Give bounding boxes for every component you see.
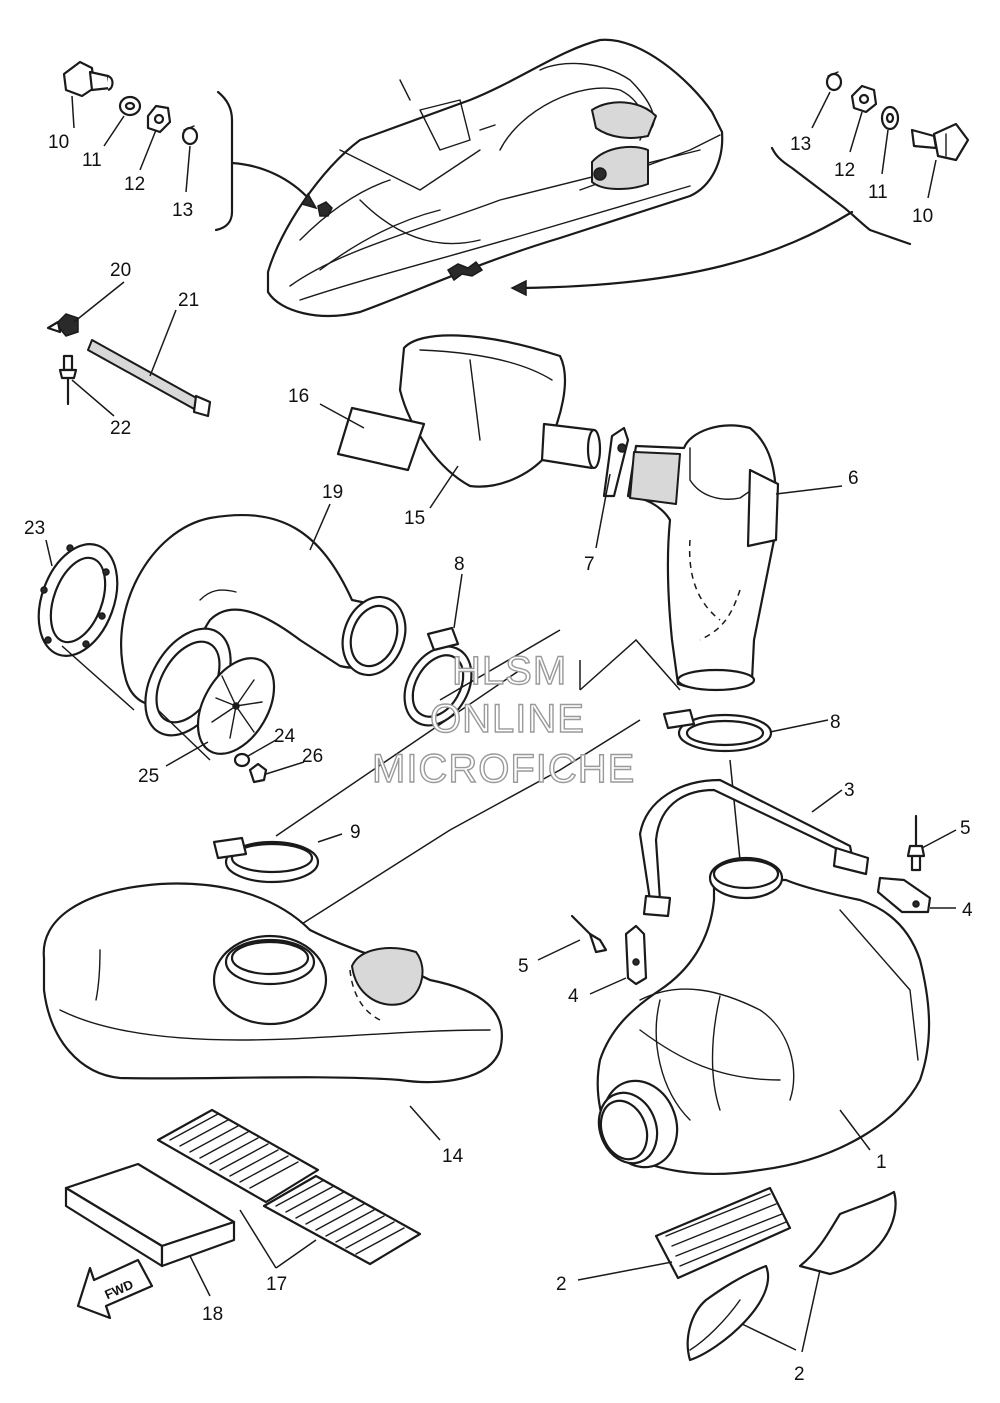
washer-right [880, 105, 900, 131]
bracket-left [214, 90, 234, 232]
hose-clamp-8-lower [662, 708, 773, 753]
callout-12-left: 12 [124, 174, 145, 195]
callout-26: 26 [302, 746, 323, 767]
foam-block-18 [64, 1162, 236, 1268]
callout-6: 6 [848, 468, 859, 489]
callout-22: 22 [110, 418, 131, 439]
callout-21: 21 [178, 290, 199, 311]
air-box-14 [42, 882, 503, 1084]
pad-17-lower [262, 1174, 422, 1266]
callout-5-left: 5 [518, 956, 529, 977]
callout-19: 19 [322, 482, 343, 503]
intake-box-15 [398, 334, 602, 488]
rivet-22 [58, 354, 78, 406]
callout-13-left: 13 [172, 200, 193, 221]
callout-11-right: 11 [868, 182, 888, 203]
callout-10-left: 10 [48, 132, 69, 153]
rivet-5-right [906, 814, 926, 872]
washer-24 [233, 752, 251, 768]
callout-17: 17 [266, 1274, 287, 1295]
callout-2-lower: 2 [794, 1364, 805, 1385]
callout-13-right: 13 [790, 134, 811, 155]
hose-clamp-right [825, 71, 843, 92]
callout-18: 18 [202, 1304, 223, 1325]
bracket-4-right [876, 876, 932, 914]
callout-7: 7 [584, 554, 595, 575]
watermark-line-2: ONLINE [430, 697, 585, 741]
arrowhead-left-icon [300, 192, 318, 210]
label-16 [336, 406, 426, 472]
hose-clamp-8-upper [403, 626, 473, 727]
rivet-5-left [570, 914, 608, 954]
pad-17-upper [156, 1108, 320, 1204]
leader-arrow-left [230, 161, 312, 202]
callout-1: 1 [876, 1152, 887, 1173]
callout-5-right: 5 [960, 818, 971, 839]
washer-left [118, 95, 142, 117]
bracket-right [770, 146, 912, 246]
flange-gasket-23 [37, 543, 119, 657]
callout-8-lower: 8 [830, 712, 841, 733]
callout-2-upper: 2 [556, 1274, 567, 1295]
drain-plug-left [62, 60, 114, 98]
callout-23: 23 [24, 518, 45, 539]
water-box-1 [596, 856, 931, 1175]
callout-3: 3 [844, 780, 855, 801]
bracket-4-left [624, 924, 648, 986]
nut-left [146, 104, 172, 134]
drain-plug-right [910, 122, 970, 162]
cable-tie-21 [87, 339, 212, 418]
nut-26 [248, 762, 268, 784]
callout-11-left: 11 [82, 150, 102, 171]
callout-8-upper: 8 [454, 554, 465, 575]
forward-direction-arrow: FWD [76, 1258, 154, 1320]
clip-20 [46, 313, 79, 337]
hose-clamp-7 [602, 426, 630, 498]
pad-2-lower [686, 1264, 770, 1362]
callout-16: 16 [288, 386, 309, 407]
callout-25: 25 [138, 766, 159, 787]
air-duct-6 [626, 424, 780, 692]
callout-numbers: 10 11 12 13 13 12 11 10 20 21 22 16 15 7… [24, 132, 973, 1385]
pad-2-upper [654, 1186, 792, 1280]
callout-20: 20 [110, 260, 131, 281]
hose-clamp-left [181, 125, 199, 146]
callout-24: 24 [274, 726, 296, 747]
leader-arrow-right [518, 210, 854, 290]
callout-15: 15 [404, 508, 425, 529]
watermark-line-1: HLSM [452, 649, 567, 693]
arrowhead-right-icon [510, 279, 527, 297]
callout-12-right: 12 [834, 160, 855, 181]
hose-clamp-9 [212, 836, 320, 884]
callout-leader-lines [45, 91, 957, 1353]
callout-14: 14 [442, 1146, 464, 1167]
callout-9: 9 [350, 822, 361, 843]
watercraft-illustration [266, 38, 724, 318]
screen-plate [196, 657, 276, 755]
callout-4-right: 4 [962, 900, 973, 921]
callout-4-left: 4 [568, 986, 579, 1007]
pad-2-right [798, 1190, 897, 1276]
nut-right [850, 84, 878, 114]
callout-10-right: 10 [912, 206, 933, 227]
strap-3 [638, 778, 870, 918]
watermark-line-3: MICROFICHE [372, 747, 635, 791]
watermark: HLSM ONLINE MICROFICHE [371, 648, 635, 791]
